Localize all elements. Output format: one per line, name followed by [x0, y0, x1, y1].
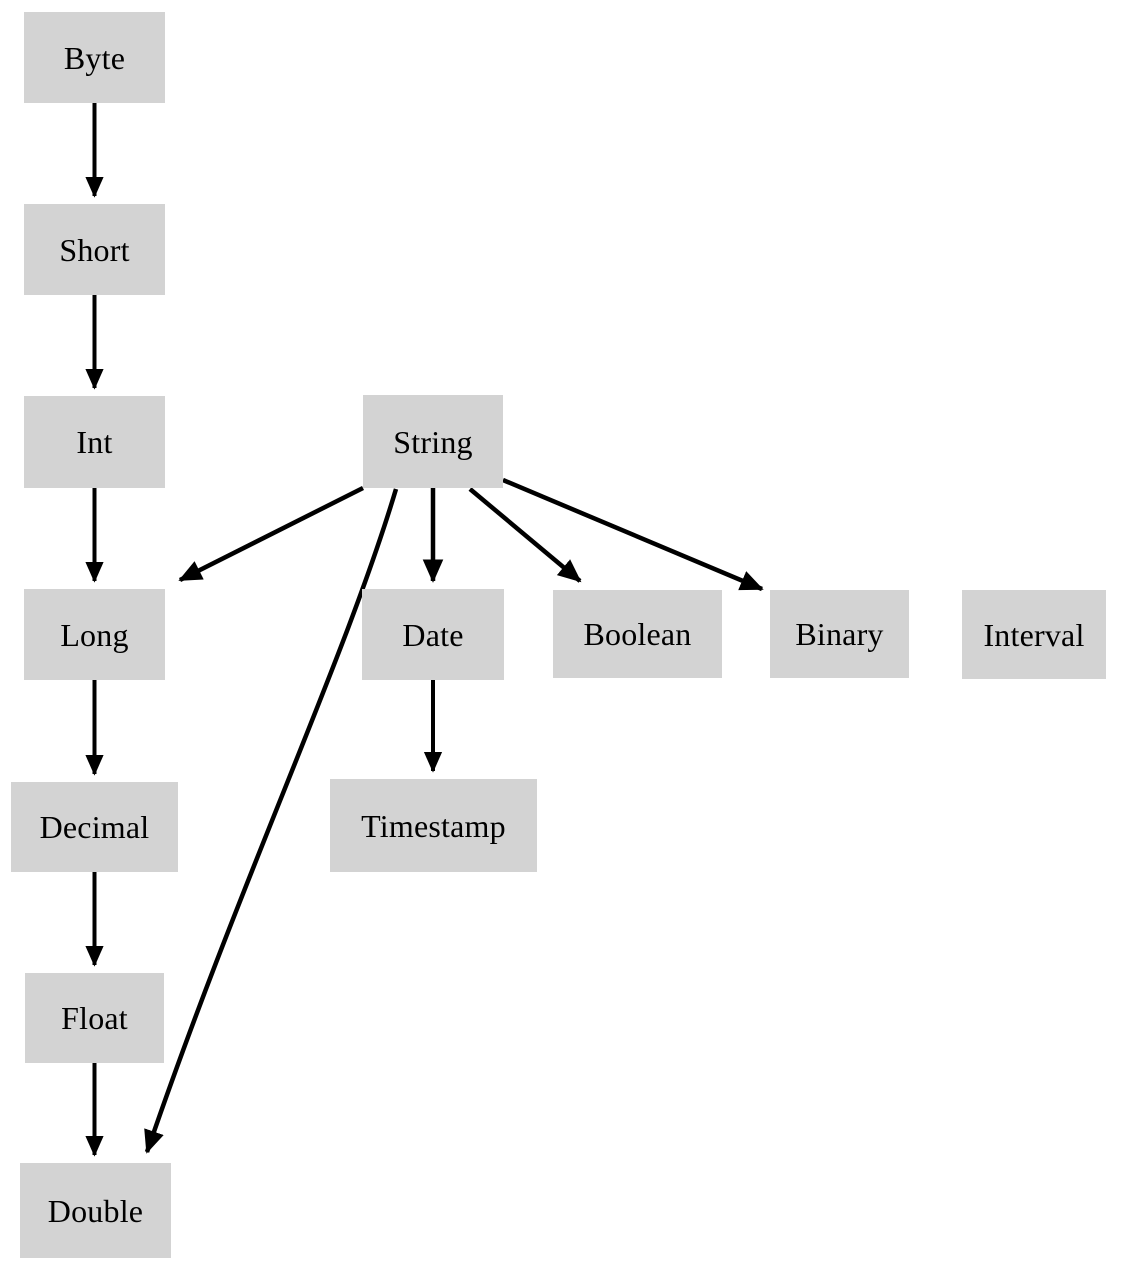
- node-string[interactable]: String: [363, 395, 503, 488]
- node-byte[interactable]: Byte: [24, 12, 165, 103]
- node-double[interactable]: Double: [20, 1163, 171, 1258]
- node-decimal[interactable]: Decimal: [11, 782, 178, 872]
- node-boolean-label: Boolean: [583, 616, 692, 652]
- node-long[interactable]: Long: [24, 589, 165, 680]
- node-binary-label: Binary: [795, 616, 884, 652]
- edge-string-binary: [502, 477, 764, 592]
- node-binary[interactable]: Binary: [770, 590, 909, 678]
- node-long-label: Long: [60, 616, 129, 653]
- node-string-label: String: [393, 423, 473, 460]
- node-short-label: Short: [59, 231, 130, 268]
- node-float-label: Float: [61, 1000, 128, 1036]
- node-decimal-label: Decimal: [39, 809, 150, 845]
- node-boolean[interactable]: Boolean: [553, 590, 722, 678]
- node-timestamp-label: Timestamp: [361, 807, 506, 844]
- node-date-label: Date: [402, 616, 464, 653]
- node-int-label: Int: [76, 424, 113, 460]
- node-float[interactable]: Float: [25, 973, 164, 1063]
- node-int[interactable]: Int: [24, 396, 165, 488]
- edge-string-boolean: [468, 487, 582, 583]
- node-double-label: Double: [47, 1192, 144, 1229]
- node-timestamp[interactable]: Timestamp: [330, 779, 537, 872]
- node-date[interactable]: Date: [362, 589, 504, 680]
- node-interval-label: Interval: [983, 616, 1085, 653]
- node-byte-label: Byte: [63, 39, 126, 76]
- node-short[interactable]: Short: [24, 204, 165, 295]
- node-interval[interactable]: Interval: [962, 590, 1106, 679]
- edge-string-long: [178, 485, 365, 583]
